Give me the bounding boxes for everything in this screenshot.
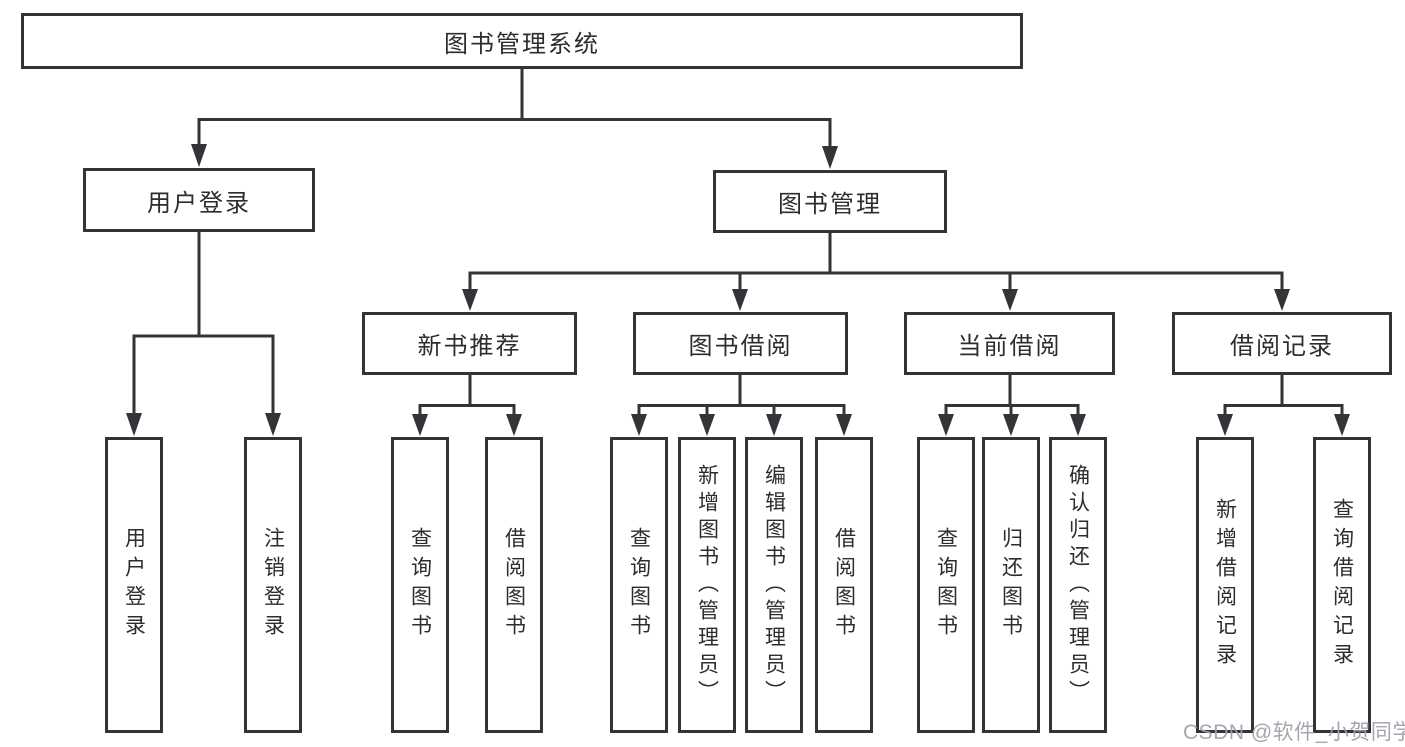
node-new-book-recommend-label: 新书推荐 (417, 333, 522, 360)
node-leaf-query-borrow-record-label: 查询借阅记录 (1330, 498, 1354, 672)
node-leaf-confirm-return-admin-label: 确认归还（管理员） (1066, 463, 1090, 707)
node-leaf-logout: 注销登录 (244, 437, 302, 733)
node-leaf-add-book-admin-label: 新增图书（管理员） (695, 463, 719, 707)
node-leaf-query-book-b-label: 查询图书 (627, 527, 651, 643)
node-leaf-return-book: 归还图书 (982, 437, 1040, 733)
node-leaf-query-book-c: 查询图书 (917, 437, 975, 733)
node-new-book-recommend: 新书推荐 (362, 312, 577, 375)
node-book-borrowing: 图书借阅 (633, 312, 848, 375)
node-leaf-borrow-book-a-label: 借阅图书 (502, 527, 526, 643)
arrowheads (126, 144, 1350, 436)
node-book-management-label: 图书管理 (778, 191, 882, 218)
node-user-login-label: 用户登录 (147, 189, 251, 217)
node-leaf-borrow-book-a: 借阅图书 (485, 437, 543, 733)
node-current-borrowing-label: 当前借阅 (957, 333, 1062, 360)
node-book-management: 图书管理 (713, 170, 947, 233)
node-leaf-query-book-a-label: 查询图书 (408, 527, 432, 643)
csdn-watermark: CSDN @软件_小贺同学 (1183, 721, 1405, 744)
node-leaf-return-book-label: 归还图书 (999, 527, 1023, 643)
node-root: 图书管理系统 (21, 13, 1023, 69)
node-leaf-query-book-b: 查询图书 (610, 437, 668, 733)
node-leaf-user-login: 用户登录 (105, 437, 163, 733)
tree-edges (132, 69, 1344, 417)
node-leaf-user-login-label: 用户登录 (122, 527, 146, 643)
node-leaf-query-book-a: 查询图书 (391, 437, 449, 733)
node-current-borrowing: 当前借阅 (904, 312, 1115, 375)
node-leaf-add-borrow-record-label: 新增借阅记录 (1213, 498, 1237, 672)
node-leaf-edit-book-admin-label: 编辑图书（管理员） (762, 463, 786, 707)
node-leaf-borrow-book-b-label: 借阅图书 (832, 527, 856, 643)
node-leaf-add-borrow-record: 新增借阅记录 (1196, 437, 1254, 733)
node-leaf-borrow-book-b: 借阅图书 (815, 437, 873, 733)
node-leaf-logout-label: 注销登录 (261, 527, 285, 643)
node-leaf-confirm-return-admin: 确认归还（管理员） (1049, 437, 1107, 733)
node-leaf-add-book-admin: 新增图书（管理员） (678, 437, 736, 733)
node-leaf-query-book-c-label: 查询图书 (934, 527, 958, 643)
node-borrowing-records: 借阅记录 (1172, 312, 1392, 375)
node-borrowing-records-label: 借阅记录 (1230, 333, 1334, 360)
node-leaf-edit-book-admin: 编辑图书（管理员） (745, 437, 803, 733)
node-book-borrowing-label: 图书借阅 (688, 333, 793, 360)
node-user-login: 用户登录 (83, 168, 315, 232)
node-leaf-query-borrow-record: 查询借阅记录 (1313, 437, 1371, 733)
node-root-label: 图书管理系统 (444, 30, 600, 58)
